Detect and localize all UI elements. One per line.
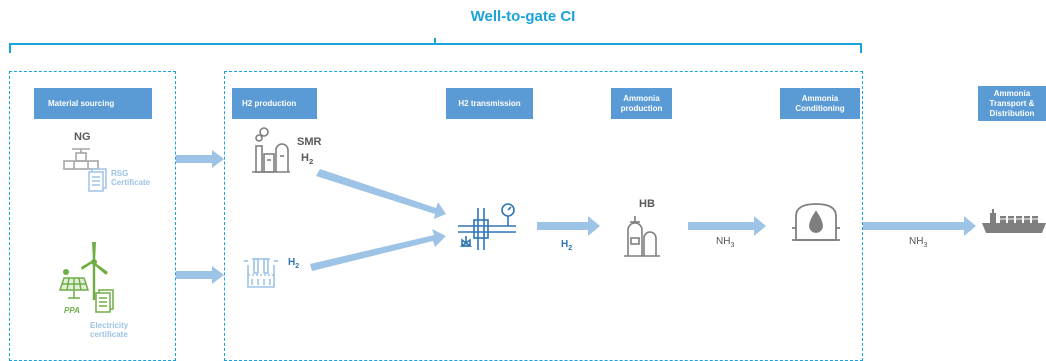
- storage-tank-icon: [792, 203, 840, 241]
- arrow-transmission-to-hb: [537, 216, 600, 236]
- header-material-sourcing: Material sourcing: [34, 88, 152, 119]
- header-ammonia-conditioning: Ammonia Conditioning: [780, 88, 860, 119]
- conditioning-nh3-label: NH3: [909, 236, 928, 249]
- header-h2-transmission: H2 transmission: [446, 88, 533, 119]
- certificate-icon: [88, 168, 107, 192]
- electrolyser-icon: [244, 258, 278, 288]
- arrow-electrolysis-to-transmission: [310, 229, 446, 271]
- gas-valve-icon: [63, 148, 99, 170]
- arrow-smr-to-transmission: [316, 169, 446, 219]
- header-ammonia-production: Ammonia production: [611, 88, 672, 119]
- pipeline-gauge-icon: [458, 203, 516, 250]
- bracket-tick: [434, 38, 436, 44]
- electricity-certificate-icon: [95, 289, 114, 313]
- header-ammonia-transport: Ammonia Transport & Distribution: [978, 86, 1046, 121]
- hb-label: HB: [639, 198, 655, 210]
- hb-nh3-label: NH3: [716, 236, 735, 249]
- smr-h2-label: H2: [301, 152, 314, 167]
- ng-label: NG: [74, 131, 91, 143]
- electricity-certificate-label: Electricity certificate: [90, 321, 129, 339]
- well-to-gate-bracket: [9, 43, 862, 53]
- haber-bosch-plant-icon: [624, 216, 660, 257]
- wind-solar-icon: [58, 242, 108, 300]
- arrow-ng-to-smr: [176, 150, 224, 168]
- header-h2-production: H2 production: [232, 88, 317, 119]
- smr-label: SMR: [297, 136, 322, 148]
- transmission-h2-label: H2: [561, 239, 573, 252]
- smr-plant-icon: [252, 127, 290, 173]
- arrow-ppa-to-electrolysis: [176, 266, 224, 284]
- arrow-conditioning-to-ship: [863, 216, 976, 236]
- electrolyser-h2-label: H2: [288, 257, 300, 270]
- ppa-label: PPA: [64, 306, 80, 315]
- cargo-ship-icon: [982, 209, 1046, 233]
- rsg-certificate-label: RSG Certificate: [111, 169, 151, 187]
- diagram-title: Well-to-gate CI: [470, 8, 576, 25]
- arrow-hb-to-conditioning: [688, 216, 766, 236]
